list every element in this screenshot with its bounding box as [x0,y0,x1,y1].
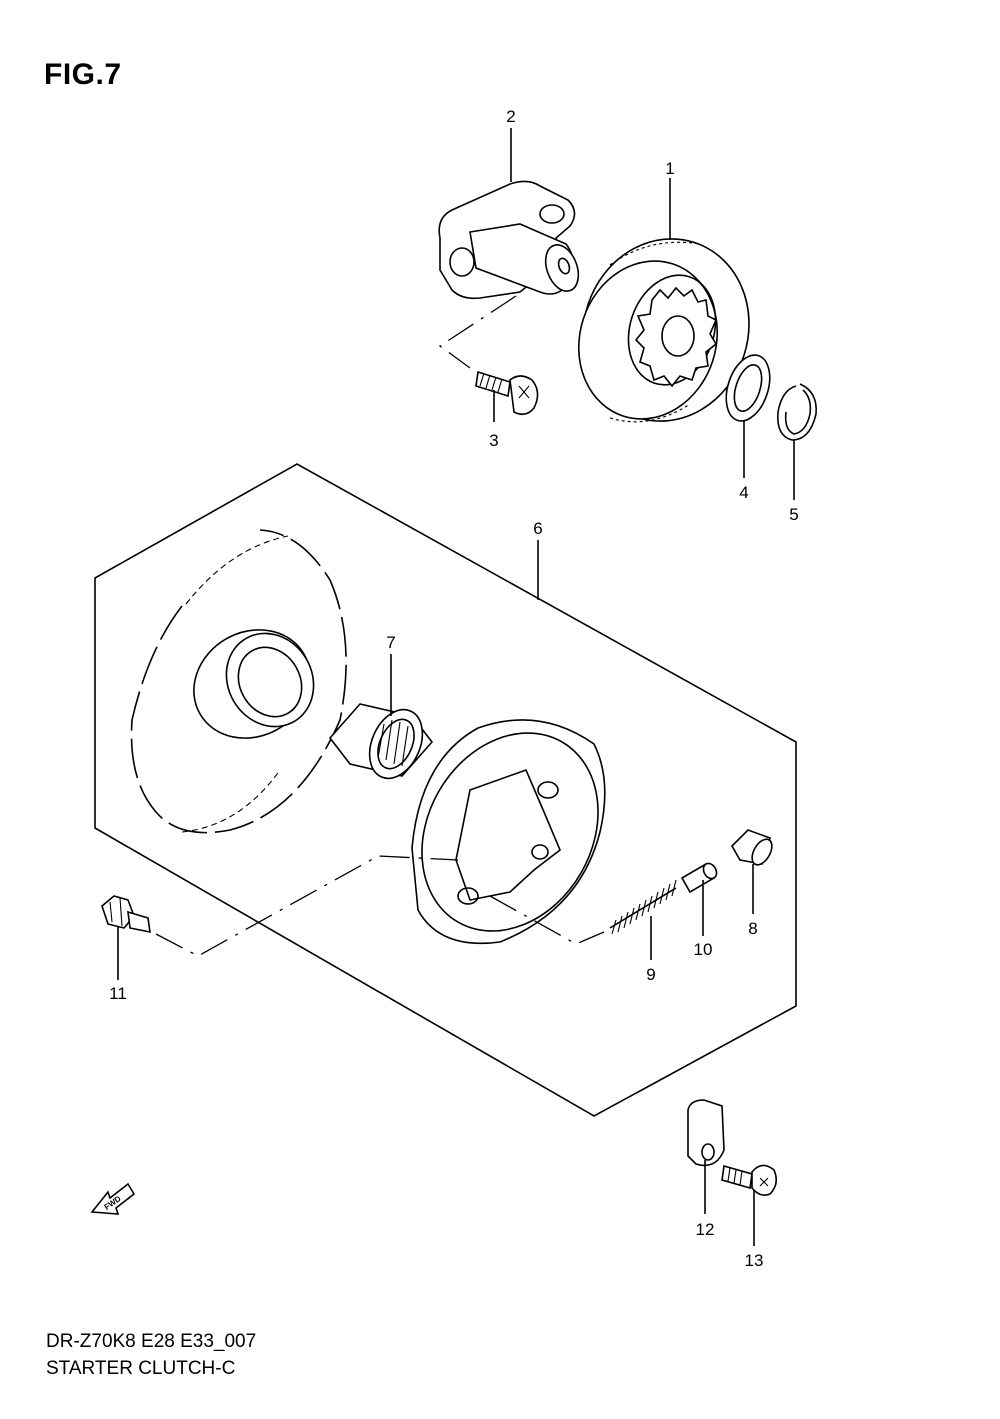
part-13-bolt [721,1164,778,1196]
callout-6: 6 [533,519,542,538]
callout-10: 10 [694,940,713,959]
callout-3: 3 [489,431,498,450]
part-8-roller [731,829,773,866]
part-9-spring [609,879,677,935]
part-7-needle-bearing [328,703,434,780]
callout-1: 1 [665,159,674,178]
figure-code: DR-Z70K8 E28 E33_007 [46,1331,257,1352]
fwd-arrow-icon: FWD [90,1182,136,1215]
callout-5: 5 [789,505,798,524]
leader-lines [117,128,795,1246]
callout-4: 4 [739,483,748,502]
callout-7: 7 [386,633,395,652]
callout-9: 9 [646,965,655,984]
part-12-plate [687,1099,725,1167]
callout-13: 13 [745,1251,764,1270]
callout-8: 8 [748,919,757,938]
part-10-pin [680,862,718,894]
part-11-bolt [101,895,151,934]
callout-12: 12 [696,1220,715,1239]
figure-name: STARTER CLUTCH-C [46,1358,236,1379]
part-6-clutch-housing [411,719,606,945]
part-6-starter-gear [130,529,347,834]
callout-11: 11 [109,984,127,1003]
callout-2: 2 [506,107,515,126]
assembly-outline-box [94,463,797,1117]
part-2-shaft-bracket [438,180,580,300]
part-1-gear [577,238,750,423]
part-4-washer [725,354,771,422]
part-5-circlip [776,383,817,441]
part-3-screw [475,370,539,416]
figure-title: FIG.7 [44,58,122,91]
